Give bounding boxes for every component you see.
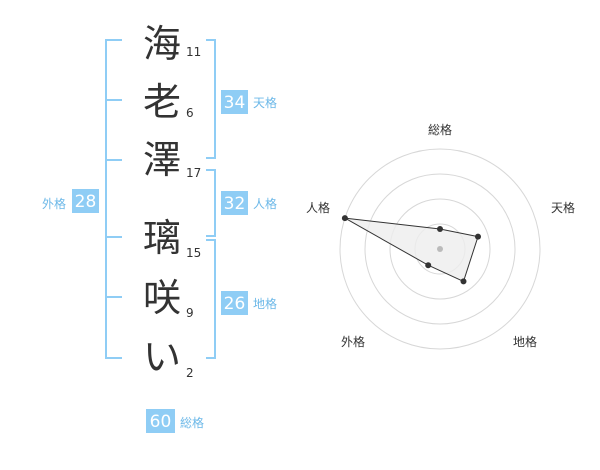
chikaku-value: 26 xyxy=(224,294,246,314)
radar-axis-label-gaikaku: 外格 xyxy=(341,334,365,349)
gaikaku-label: 外格 xyxy=(42,196,66,211)
tenkaku-value: 34 xyxy=(224,93,246,113)
soukaku-label: 総格 xyxy=(180,415,204,430)
name-char-5-strokes: 9 xyxy=(186,306,194,320)
radar-grid-ring xyxy=(364,173,516,325)
jinkaku-value: 32 xyxy=(224,194,246,214)
name-char-1: 海 11 xyxy=(143,22,201,66)
name-char-4: 璃 15 xyxy=(143,216,201,260)
gaikaku-box xyxy=(72,189,99,213)
name-char-3-strokes: 17 xyxy=(186,166,201,180)
soukaku-value: 60 xyxy=(150,412,172,432)
soukaku-badge: 60 総格 xyxy=(146,409,204,433)
gaikaku-value: 28 xyxy=(75,192,97,212)
radar-grid-ring xyxy=(389,198,491,300)
name-char-6-strokes: 2 xyxy=(186,366,194,380)
gaikaku-badge: 外格 28 xyxy=(42,189,99,213)
radar-axis-label-chikaku: 地格 xyxy=(513,334,537,349)
name-char-5: 咲 9 xyxy=(143,276,194,320)
gaikaku-bracket xyxy=(105,39,122,359)
name-char-2: 老 6 xyxy=(143,80,194,124)
brackets xyxy=(105,39,216,359)
name-char-6-glyph: い xyxy=(143,335,181,379)
radar-point-3 xyxy=(460,278,467,285)
tenkaku-label: 天格 xyxy=(253,95,277,110)
radar-point-4 xyxy=(425,262,432,269)
radar-point-5 xyxy=(341,215,348,222)
name-char-1-glyph: 海 xyxy=(143,22,181,66)
chikaku-bracket xyxy=(206,239,216,359)
name-char-3: 澤 17 xyxy=(143,138,201,182)
radar-center-dot xyxy=(437,246,443,252)
name-char-6: い 2 xyxy=(143,335,194,380)
jinkaku-box xyxy=(221,191,248,215)
chikaku-badge: 26 地格 xyxy=(221,291,277,315)
radar-grid-ring xyxy=(339,148,541,350)
radar-point-2 xyxy=(475,233,481,240)
radar-axis-label-soukaku: 総格 xyxy=(428,122,452,137)
radar-chart: 総格 天格 地格 外格 人格 xyxy=(306,122,575,350)
tenkaku-bracket xyxy=(206,39,216,159)
name-characters: 海 11 老 6 澤 17 璃 15 咲 9 い 2 xyxy=(143,22,201,380)
soukaku-box xyxy=(146,409,175,433)
radar-point-1 xyxy=(437,226,443,232)
radar-data-polygon xyxy=(344,217,479,283)
name-char-5-glyph: 咲 xyxy=(143,276,181,320)
chikaku-label: 地格 xyxy=(253,296,277,311)
name-char-3-glyph: 澤 xyxy=(143,138,181,182)
name-char-4-glyph: 璃 xyxy=(143,216,181,260)
jinkaku-label: 人格 xyxy=(253,196,277,211)
radar-axis-label-jinkaku: 人格 xyxy=(306,200,330,215)
tenkaku-box xyxy=(221,90,248,114)
tenkaku-badge: 34 天格 xyxy=(221,90,277,114)
name-char-4-strokes: 15 xyxy=(186,246,201,260)
radar-points xyxy=(341,215,481,285)
jinkaku-bracket xyxy=(206,169,216,237)
chikaku-box xyxy=(221,291,248,315)
jinkaku-badge: 32 人格 xyxy=(221,191,277,215)
name-char-2-strokes: 6 xyxy=(186,106,194,120)
name-char-1-strokes: 11 xyxy=(186,45,201,59)
name-char-2-glyph: 老 xyxy=(143,80,181,124)
radar-axis-label-tenkaku: 天格 xyxy=(551,200,575,215)
